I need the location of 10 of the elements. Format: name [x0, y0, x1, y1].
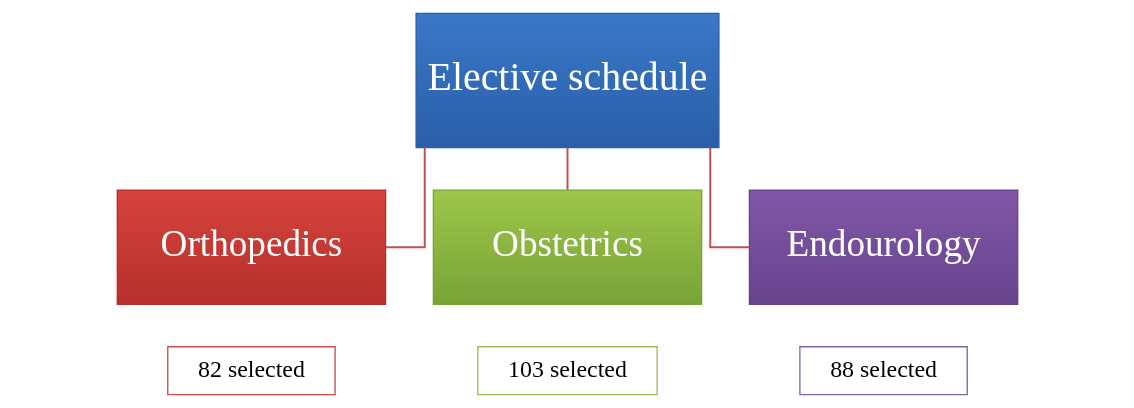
connector	[384, 146, 426, 249]
node-box: 82 selected	[166, 346, 336, 396]
connector	[566, 146, 568, 191]
node-box: Elective schedule	[414, 12, 720, 149]
node-box: 103 selected	[476, 346, 658, 396]
node-box: Endourology	[748, 189, 1018, 305]
connector	[708, 146, 750, 249]
node-box: Orthopedics	[116, 189, 386, 305]
node-box: 88 selected	[798, 346, 968, 396]
node-box: Obstetrics	[432, 189, 702, 305]
